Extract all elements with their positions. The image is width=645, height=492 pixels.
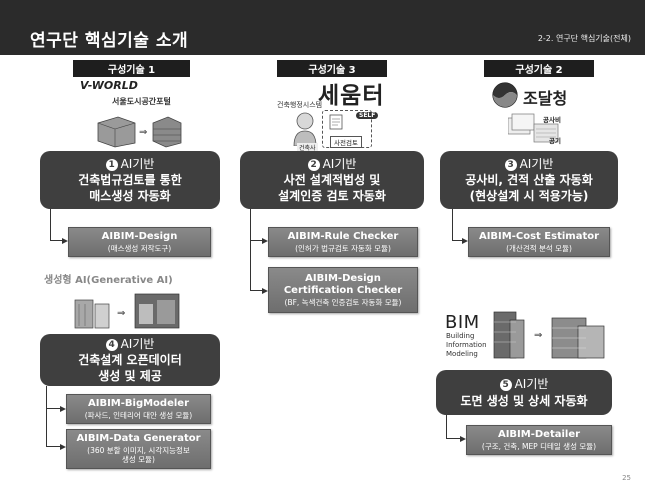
arrow-right-icon [62,237,68,244]
module-desc: (BF, 녹색건축 인증검토 자동화 모듈) [284,297,402,307]
seumteo-logo: 세움터 [318,83,385,109]
arrow-right-icon [60,443,66,450]
pps-doc-period: 공기 [549,137,561,145]
module-desc: (구조, 건축, MEP 디테일 생성 모듈) [481,441,597,451]
module-desc: (파사드, 인테리어 대안 생성 모듈) [84,410,193,420]
module-name: AIBIM-BigModeler [87,398,189,410]
card-4-line2: 건축설계 오픈데이터 [78,352,182,367]
card-5-line2: 도면 생성 및 상세 자동화 [460,393,588,408]
card-3-line3: (현상설계 시 적용가능) [469,189,589,204]
module-desc-line2: 생성 모듈) [122,455,155,465]
document-icon [329,114,343,130]
module-desc: (인허가 법규검토 자동화 모듈) [295,243,391,253]
connector-2a [250,209,265,241]
pps-doc-cost: 공사비 [543,116,561,124]
card-1-line1: AI기반 [120,156,155,171]
module-name: AIBIM-Data Generator [76,433,201,445]
module-name: AIBIM-Cost Estimator [478,231,600,243]
arrow-right-icon [60,405,66,412]
architect-label: 건축사 [297,143,318,152]
number-2-icon: 2 [307,158,320,171]
slide-header: 연구단 핵심기술 소개 2-2. 연구단 핵심기술(전체) [0,0,645,55]
module-desc-line1: (360 분할 이미지, 시각지능정보 [87,445,190,455]
card-2-line2: 사전 설계적법성 및 [283,172,381,187]
connector-5 [446,415,464,439]
card-2-line3: 설계인증 검토 자동화 [278,189,386,204]
number-5-icon: 5 [499,379,512,392]
module-aibim-cost-estimator: AIBIM-Cost Estimator (개산견적 분석 모듈) [468,227,610,257]
module-aibim-bigmodeler: AIBIM-BigModeler (파사드, 인테리어 대안 생성 모듈) [66,394,211,424]
connector-2b [250,241,265,291]
bim-building-illustration: ⇒ [493,311,605,359]
bim-line1: Building [446,332,475,340]
architect-avatar [293,112,317,146]
arrow-right-icon [462,237,468,244]
arrow-right-icon [460,435,466,442]
bim-subtitle: Building Information Modeling [446,332,487,359]
section-label: 2-2. 연구단 핵심기술(전체) [537,34,631,43]
card-1-line2: 건축법규검토를 통한 [78,172,182,187]
mass-model-illustration: ⇒ [97,116,182,148]
pps-emblem-icon [492,82,518,108]
number-1-icon: 1 [105,158,118,171]
svg-text:⇒: ⇒ [534,330,542,341]
bim-line3: Modeling [446,350,478,358]
module-name: AIBIM-Detailer [497,429,581,441]
tag-component-3: 구성기술 3 [277,60,387,77]
module-name: AIBIM-Design [101,231,178,243]
module-aibim-certification-checker: AIBIM-Design Certification Checker (BF, … [268,267,418,313]
svg-text:⇒: ⇒ [117,308,125,319]
connector-4a [46,386,64,409]
seumteo-caption: 건축행정시스템 [277,101,323,109]
self-badge: SELF [356,112,379,119]
card-3-line1: AI기반 [519,156,554,171]
card-2-line1: AI기반 [322,156,357,171]
connector-4b [46,409,64,447]
slide-title: 연구단 핵심기술 소개 [30,31,189,51]
number-3-icon: 3 [504,158,517,171]
card-4-line1: AI기반 [120,336,155,351]
module-name-line1: AIBIM-Design [305,272,381,284]
page-number: 25 [622,474,631,482]
vworld-logo: V-WORLD [80,79,138,92]
bim-title: BIM [445,312,480,333]
generative-ai-label: 생성형 AI(Generative AI) [44,275,173,286]
module-name-line2: Certification Checker [283,285,403,297]
pre-review-label: 사전검토 [330,136,362,148]
card-4-line3: 생성 및 제공 [98,369,162,384]
connector-1 [50,209,65,241]
tag-component-1: 구성기술 1 [73,60,190,77]
module-aibim-detailer: AIBIM-Detailer (구조, 건축, MEP 디테일 생성 모듈) [466,425,612,455]
module-aibim-rule-checker: AIBIM-Rule Checker (인허가 법규검토 자동화 모듈) [268,227,418,257]
card-1-line3: 매스생성 자동화 [89,189,171,204]
module-aibim-design: AIBIM-Design (매스생성 저작도구) [68,227,211,257]
svg-text:⇒: ⇒ [139,127,147,138]
tag-component-2: 구성기술 2 [484,60,594,77]
connector-3 [452,209,466,241]
generative-building-illustration: ⇒ [74,293,180,329]
arrow-right-icon [262,237,268,244]
module-desc: (개산견적 분석 모듈) [506,243,572,253]
cost-documents-illustration [508,113,559,143]
bim-line2: Information [446,341,487,349]
module-aibim-data-generator: AIBIM-Data Generator (360 분할 이미지, 시각지능정보… [66,429,211,469]
number-4-icon: 4 [105,338,118,351]
arrow-right-icon [262,287,268,294]
card-5-line1: AI기반 [514,377,549,392]
module-desc: (매스생성 저작도구) [107,243,172,253]
vworld-portal-label: 서울도시공간포털 [112,97,171,106]
card-3-line2: 공사비, 견적 산출 자동화 [465,172,593,187]
module-name: AIBIM-Rule Checker [287,231,399,243]
pps-name: 조달청 [523,89,568,108]
